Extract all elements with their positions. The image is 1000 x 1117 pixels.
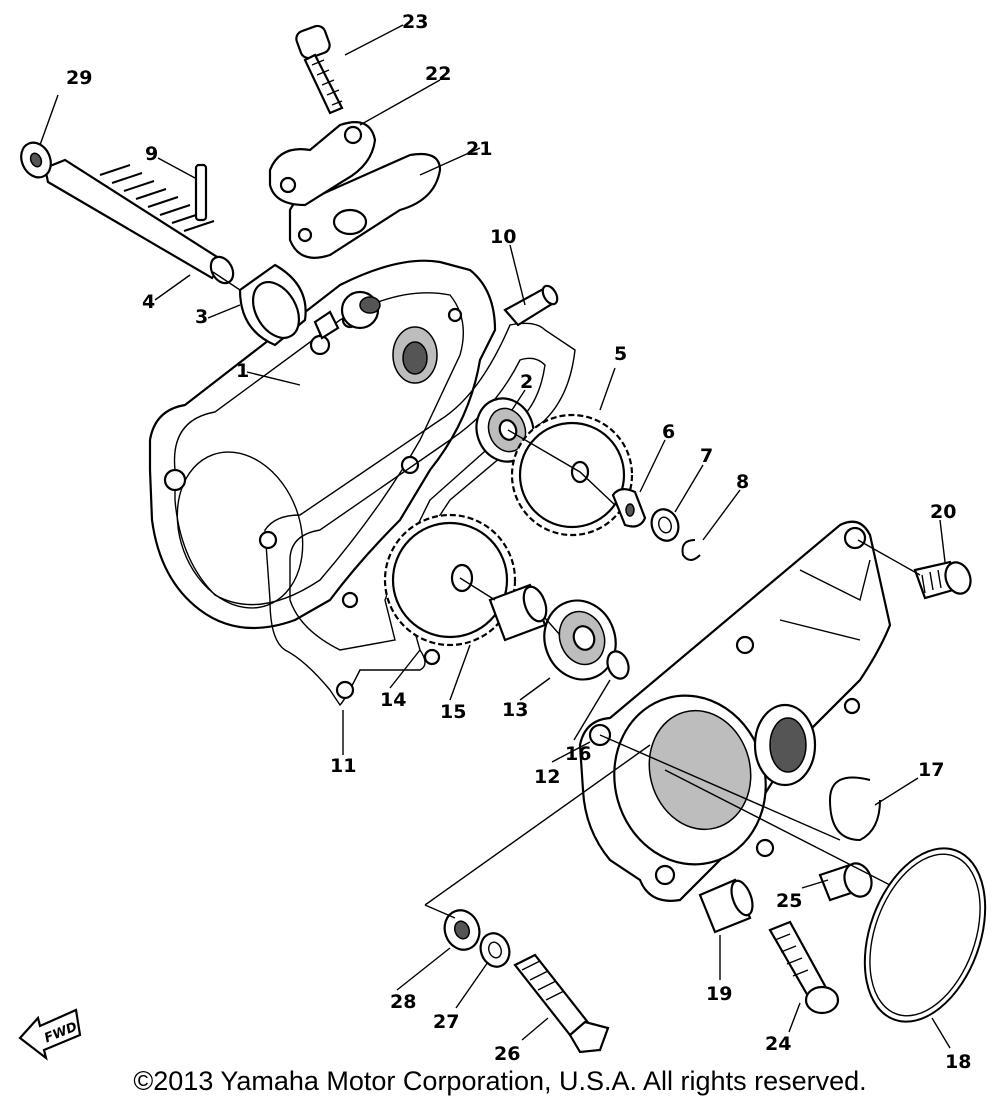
callout-label: 16: [565, 743, 591, 765]
washer-29: [20, 141, 52, 179]
bolt-20: [913, 560, 972, 600]
copyright-notice: ©2013 Yamaha Motor Corporation, U.S.A. A…: [133, 1066, 867, 1096]
callout-label: 26: [494, 1043, 520, 1065]
washer-7: [650, 508, 680, 542]
dowel-10: [503, 284, 559, 327]
callout-label: 17: [918, 759, 944, 781]
o-ring-18: [863, 847, 987, 1023]
circlip-17: [828, 776, 881, 842]
washer-6: [611, 488, 647, 528]
callout-label: 2: [520, 371, 533, 393]
callout-label: 25: [776, 890, 802, 912]
callout-label: 20: [930, 501, 956, 523]
callout-label: 23: [402, 11, 428, 33]
assembly-lines: [212, 271, 921, 919]
bolt-25: [818, 862, 873, 902]
washer-28: [443, 909, 481, 951]
callout-label: 5: [614, 343, 627, 365]
rear-cover-12: [578, 520, 892, 902]
callout-label: 3: [195, 306, 208, 328]
callout-label: 1: [236, 360, 249, 382]
bearing-13: [543, 599, 617, 681]
housing-cover: [148, 259, 497, 630]
callout-label: 8: [736, 471, 749, 493]
callout-label: 13: [502, 699, 528, 721]
fwd-arrow-icon: FWD: [18, 1008, 82, 1061]
callout-label: 14: [380, 689, 406, 711]
callout-label: 27: [433, 1011, 459, 1033]
cover-plate-22: [268, 121, 377, 207]
bolt-23: [295, 24, 344, 115]
callout-label: 4: [142, 291, 155, 313]
worm-shaft: [43, 158, 235, 285]
bolt-24: [768, 920, 840, 1015]
clip-8: [681, 539, 701, 561]
exploded-parts-diagram: FWD 1 2 3 4 5 6 7 8 9 10 11 12 13 14 15 …: [18, 11, 987, 1073]
callout-label: 9: [145, 143, 158, 165]
callout-label: 22: [425, 63, 451, 85]
callout-label: 21: [466, 138, 492, 160]
leader-lines: [39, 24, 951, 1049]
callout-labels: 1 2 3 4 5 6 7 8 9 10 11 12 13 14 15 16 1…: [66, 11, 971, 1073]
gear-5: [510, 413, 634, 537]
callout-label: 15: [440, 701, 466, 723]
callout-label: 29: [66, 67, 92, 89]
clip-16: [606, 650, 630, 680]
callout-label: 12: [534, 766, 560, 788]
callout-label: 19: [706, 983, 732, 1005]
callout-label: 28: [390, 991, 416, 1013]
bushing-3: [238, 263, 307, 347]
callout-label: 10: [490, 226, 516, 248]
washer-27: [479, 932, 511, 968]
gear-14: [383, 513, 517, 647]
callout-label: 6: [662, 421, 675, 443]
dowel-19: [698, 878, 754, 934]
callout-label: 18: [945, 1051, 971, 1073]
pin-9: [194, 163, 208, 222]
callout-label: 24: [765, 1033, 791, 1055]
callout-label: 7: [700, 445, 713, 467]
bolt-26: [513, 953, 610, 1054]
callout-label: 11: [330, 755, 356, 777]
